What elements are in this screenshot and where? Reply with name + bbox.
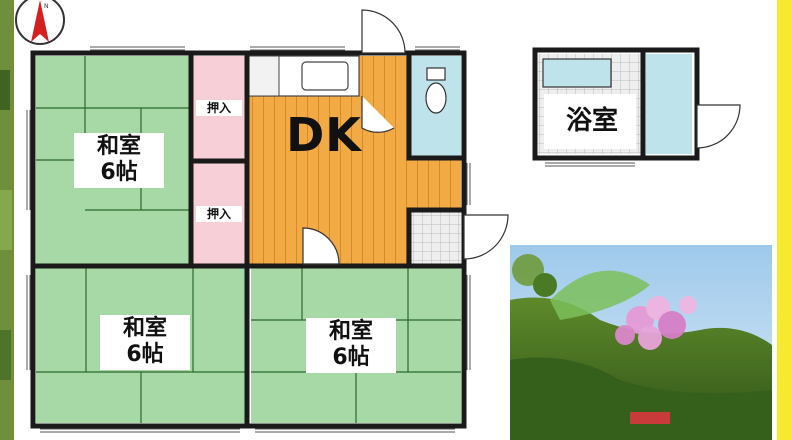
left-foliage-strip: [0, 0, 14, 440]
walls: [30, 50, 467, 429]
closet-label-lower: 押入: [196, 206, 242, 223]
room-washitsu-bottom-left: [36, 268, 246, 423]
flower-photo: [510, 245, 772, 440]
bathtub-icon: [542, 58, 612, 88]
closet-label-upper: 押入: [196, 100, 242, 117]
room-name: 和室: [122, 316, 167, 341]
toilet-room: [411, 56, 461, 156]
yellow-frame-strip: [777, 0, 792, 440]
room-name: 和室: [96, 134, 141, 159]
room-size: 6帖: [100, 160, 138, 186]
room-label-washitsu-bottom-left: 和室 6帖: [100, 315, 190, 370]
door-swing-icon: [302, 9, 509, 265]
room-name: 和室: [328, 319, 373, 344]
windows: [26, 46, 471, 433]
room-label-dk: DK: [286, 108, 362, 162]
room-label-washitsu-top: 和室 6帖: [74, 133, 164, 188]
room-size: 6帖: [332, 345, 370, 371]
room-dk: [248, 55, 461, 264]
room-label-washitsu-bottom-right: 和室 6帖: [306, 318, 396, 373]
entrance-tile: [411, 210, 461, 264]
room-size: 6帖: [126, 342, 164, 368]
sink-icon: [301, 61, 349, 91]
room-label-bath: 浴室: [552, 106, 632, 138]
toilet-icon: [425, 67, 447, 114]
svg-text:N: N: [44, 3, 49, 10]
compass-icon: N: [15, 0, 65, 45]
